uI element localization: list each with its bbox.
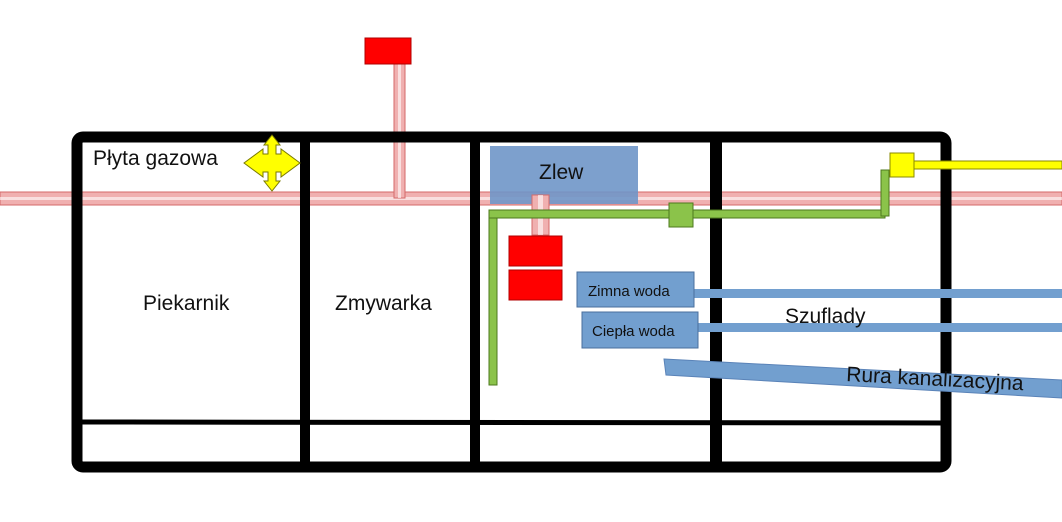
sewer-pipe	[663, 358, 1062, 399]
cabinet-frame	[71, 131, 952, 473]
label-oven: Piekarnik	[143, 292, 230, 315]
label-sink: Zlew	[539, 161, 584, 184]
yellow-pipe	[911, 160, 1062, 170]
cold-water-pipe	[694, 289, 1062, 298]
yellow-connector	[889, 152, 915, 178]
siphon-block-upper	[508, 235, 563, 267]
label-dishwasher: Zmywarka	[335, 292, 432, 315]
gas-valve-top	[364, 37, 412, 65]
four-way-arrow-icon	[243, 134, 301, 192]
hot-water-label-box	[581, 311, 699, 349]
gas-pipe-vertical	[393, 62, 406, 199]
hot-water-pipe	[698, 323, 1062, 332]
green-valve	[668, 202, 694, 228]
cold-water-label-box	[576, 271, 695, 308]
label-drawers: Szuflady	[785, 305, 866, 328]
sink-box	[490, 146, 638, 204]
label-sewer-pipe: Rura kanalizacyjna	[846, 363, 1025, 395]
label-hot-water: Ciepła woda	[592, 323, 675, 340]
siphon-block-lower	[508, 269, 563, 301]
label-stove: Płyta gazowa	[93, 147, 218, 170]
label-cold-water: Zimna woda	[588, 283, 670, 300]
